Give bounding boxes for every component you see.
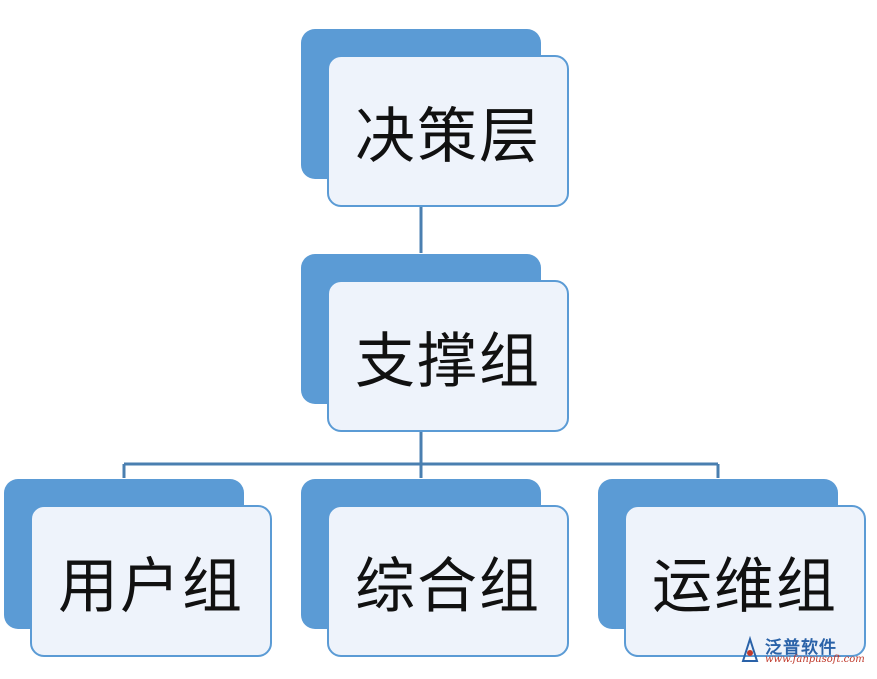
node-box: 运维组: [624, 505, 866, 657]
node-label: 综合组: [355, 551, 541, 622]
node-label: 运维组: [652, 551, 838, 622]
node-box: 决策层: [327, 55, 569, 207]
node-user-group: 用户组: [4, 479, 274, 659]
watermark: 泛普软件 www.fanpusoft.com: [739, 633, 869, 669]
node-label: 决策层: [355, 101, 541, 172]
watermark-brand: 泛普软件: [765, 638, 837, 658]
brand-logo-icon: [741, 635, 759, 662]
node-label: 用户组: [58, 551, 244, 622]
node-label: 支撑组: [355, 326, 541, 397]
node-box: 支撑组: [327, 280, 569, 432]
node-box: 综合组: [327, 505, 569, 657]
node-support-group: 支撑组: [301, 254, 571, 434]
node-integrated-group: 综合组: [301, 479, 571, 659]
watermark-url: www.fanpusoft.com: [765, 654, 865, 665]
node-box: 用户组: [30, 505, 272, 657]
node-ops-group: 运维组: [598, 479, 868, 659]
node-decision-layer: 决策层: [301, 29, 571, 209]
